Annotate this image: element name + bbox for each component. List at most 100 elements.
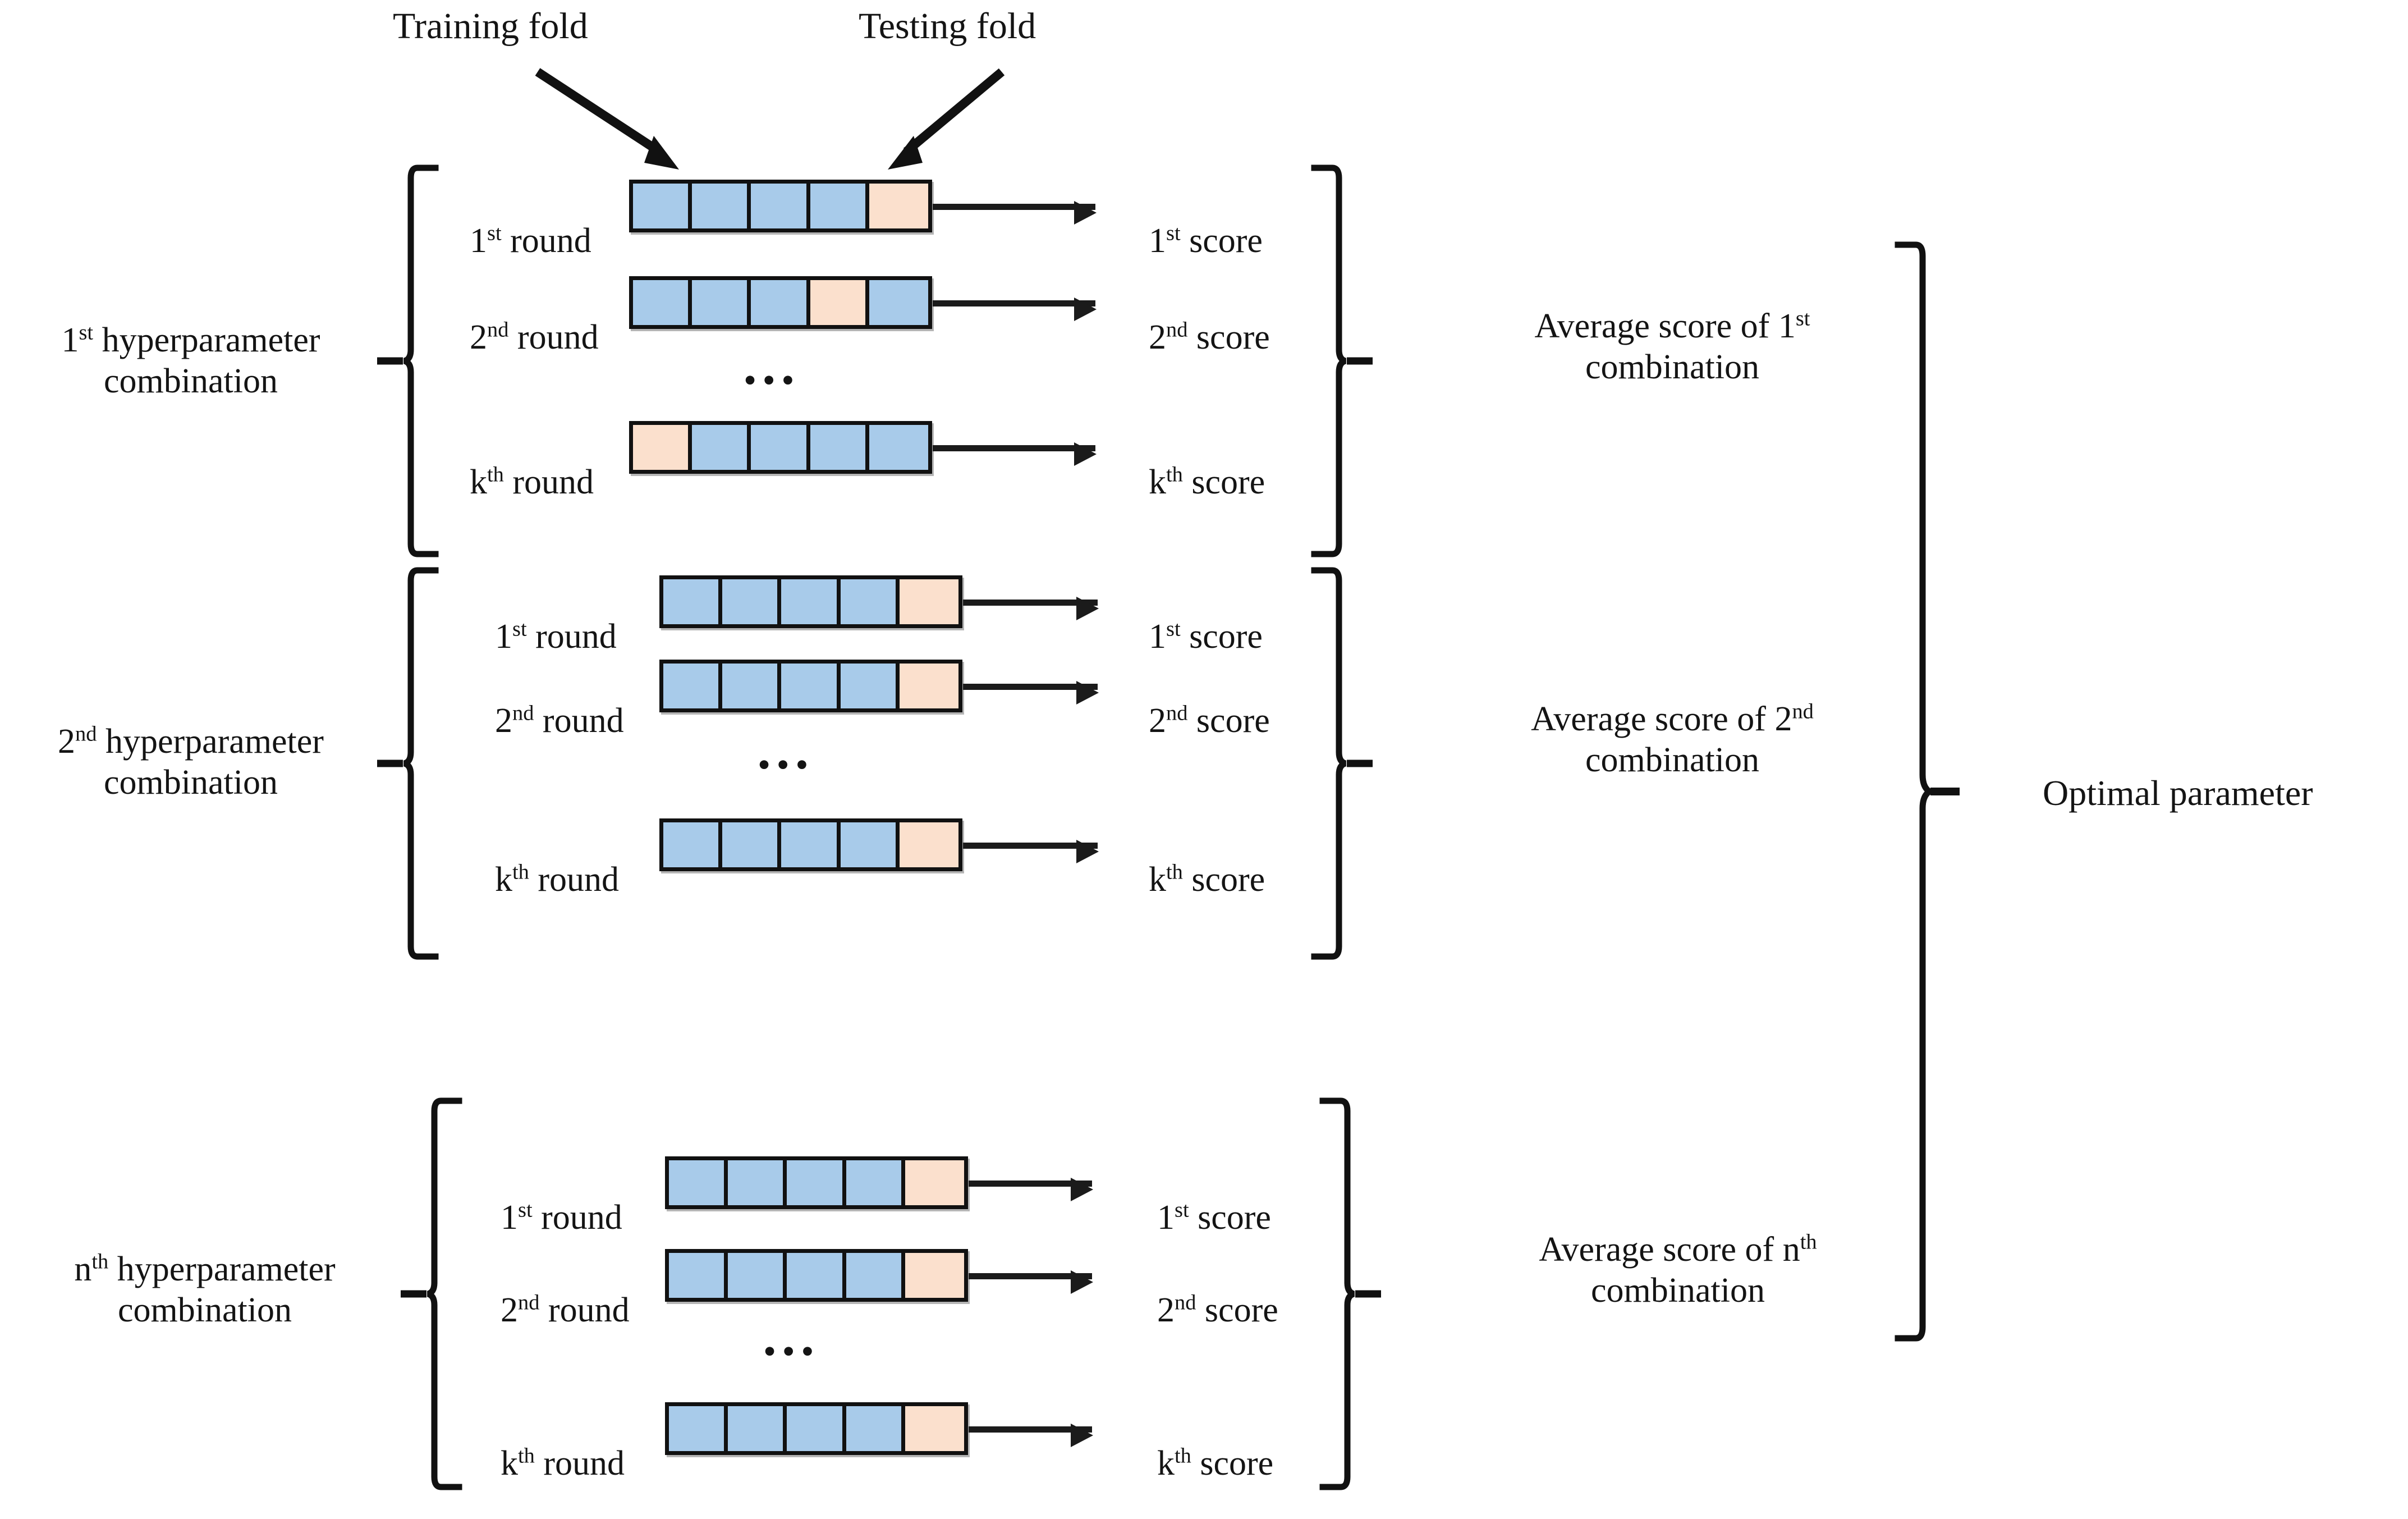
block-1-right-label-line1: Average score of 1	[1534, 307, 1796, 345]
block-1-row-1-score-arrow	[933, 201, 1097, 225]
fold-cell-training	[846, 1253, 905, 1298]
block-3-row-1-fold-bar	[665, 1156, 968, 1209]
fold-cell-training	[869, 425, 928, 470]
block-3-row-3-score-label: kth score	[1157, 1444, 1274, 1483]
block-2-row-1-fold-bar	[659, 575, 962, 628]
block-2-right-label: Average score of 2nd combination	[1437, 699, 1908, 781]
optimal-parameter-label: Optimal parameter	[2043, 773, 2313, 813]
fold-cell-training	[663, 664, 723, 708]
fold-cell-training	[787, 1406, 846, 1451]
block-3-left-label-sup: th	[91, 1250, 109, 1274]
block-2-left-label-line2: combination	[104, 763, 278, 802]
block-3-left-brace	[401, 1097, 462, 1490]
block-3-row-3-fold-bar	[665, 1402, 968, 1455]
block-1-right-label: Average score of 1st combination	[1437, 306, 1908, 388]
block-3-left-label: nth hyperparameter combination	[11, 1249, 398, 1331]
block-2-row-2-score-label: 2nd score	[1149, 701, 1270, 740]
fold-cell-training	[840, 664, 900, 708]
fold-cell-training	[663, 822, 723, 867]
testing-fold-label: Testing fold	[859, 6, 1036, 47]
block-2-row-1-score-label: 1st score	[1149, 617, 1263, 656]
testing-fold-arrow-icon	[881, 67, 1027, 174]
fold-cell-training	[722, 822, 782, 867]
block-1-row-3-fold-bar	[629, 421, 932, 474]
fold-cell-training	[869, 280, 928, 325]
block-2-left-label-sup: nd	[75, 722, 97, 746]
fold-cell-training	[840, 579, 900, 624]
block-2-row-3-score-arrow	[963, 840, 1099, 863]
fold-cell-training	[669, 1406, 728, 1451]
block-2-right-label-line1: Average score of 2	[1531, 700, 1792, 738]
block-1-right-label-line2: combination	[1585, 348, 1759, 387]
fold-cell-training	[781, 579, 841, 624]
fold-cell-training	[846, 1406, 905, 1451]
block-1-row-2-round-label: 2nd round	[470, 318, 599, 357]
fold-cell-training	[751, 184, 810, 228]
block-3-right-label: Average score of nth combination	[1442, 1229, 1914, 1311]
training-fold-arrow-icon	[533, 67, 696, 174]
block-3-row-1-score-label: 1st score	[1157, 1198, 1271, 1237]
block-1-left-label-rest: hyperparameter	[93, 321, 320, 359]
training-fold-label: Training fold	[393, 6, 588, 47]
block-1-row-2-fold-bar	[629, 276, 932, 329]
fold-cell-testing	[905, 1160, 964, 1205]
fold-cell-testing	[899, 579, 958, 624]
fold-cell-training	[692, 184, 751, 228]
block-3-left-label-line2: combination	[118, 1291, 292, 1330]
fold-cell-training	[781, 822, 841, 867]
block-3-right-brace	[1319, 1097, 1381, 1490]
block-3-row-2-round-label: 2nd round	[501, 1291, 630, 1330]
fold-cell-training	[669, 1160, 728, 1205]
block-1-left-label-line2: combination	[104, 362, 278, 401]
block-1-right-label-sup: st	[1795, 306, 1810, 331]
fold-cell-training	[781, 664, 841, 708]
fold-cell-training	[728, 1253, 787, 1298]
fold-cell-training	[722, 579, 782, 624]
fold-cell-training	[787, 1253, 846, 1298]
fold-cell-training	[810, 184, 869, 228]
fold-cell-testing	[905, 1253, 964, 1298]
block-1-left-brace	[377, 164, 439, 557]
block-1-row-3-score-label: kth score	[1149, 463, 1265, 502]
block-2-left-label-ordinal: 2	[58, 722, 76, 761]
block-3-ellipsis: •••	[763, 1331, 820, 1372]
optimal-parameter-brace	[1895, 241, 1960, 1342]
fold-cell-training	[633, 280, 692, 325]
fold-cell-training	[728, 1406, 787, 1451]
block-2-left-brace	[377, 567, 439, 960]
fold-cell-training	[692, 280, 751, 325]
block-2-row-1-score-arrow	[963, 597, 1099, 620]
block-2-row-3-round-label: kth round	[495, 860, 620, 899]
block-3-row-1-round-label: 1st round	[501, 1198, 622, 1237]
block-3-right-label-line1: Average score of n	[1539, 1230, 1800, 1269]
block-3-right-label-line2: combination	[1591, 1271, 1765, 1310]
block-1-row-1-fold-bar	[629, 180, 932, 232]
fold-cell-testing	[899, 664, 958, 708]
block-3-row-3-round-label: kth round	[501, 1444, 625, 1483]
fold-cell-training	[722, 664, 782, 708]
fold-cell-training	[840, 822, 900, 867]
block-2-row-3-score-label: kth score	[1149, 860, 1265, 899]
block-1-row-2-score-arrow	[933, 298, 1097, 321]
block-2-row-2-fold-bar	[659, 660, 962, 712]
block-1-row-2-score-label: 2nd score	[1149, 318, 1270, 357]
fold-cell-training	[669, 1253, 728, 1298]
fold-cell-testing	[905, 1406, 964, 1451]
fold-cell-training	[663, 579, 723, 624]
block-3-row-3-score-arrow	[969, 1424, 1093, 1447]
block-1-row-3-score-arrow	[933, 442, 1097, 466]
fold-cell-training	[787, 1160, 846, 1205]
block-1-row-3-round-label: kth round	[470, 463, 594, 502]
block-1-ellipsis: •••	[744, 360, 800, 401]
fold-cell-testing	[869, 184, 928, 228]
fold-cell-testing	[899, 822, 958, 867]
block-1-right-brace	[1311, 164, 1373, 557]
block-3-row-2-fold-bar	[665, 1249, 968, 1302]
block-3-row-2-score-label: 2nd score	[1157, 1291, 1278, 1330]
block-2-row-2-round-label: 2nd round	[495, 701, 624, 740]
fold-cell-training	[846, 1160, 905, 1205]
block-3-row-2-score-arrow	[969, 1270, 1093, 1294]
block-2-ellipsis: •••	[758, 744, 814, 785]
block-2-row-1-round-label: 1st round	[495, 617, 617, 656]
